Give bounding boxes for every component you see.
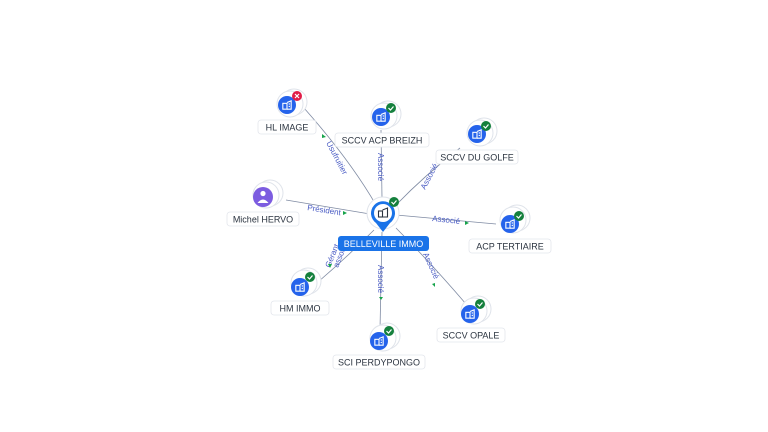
arrow-michel-hervo (343, 211, 347, 215)
edge-acp-tertiaire (395, 214, 497, 225)
edge-label-acp-tertiaire: Associé (432, 214, 461, 226)
check-badge-icon (514, 211, 524, 221)
edge-label-michel-hervo: Président (307, 203, 343, 217)
node-sci-perdypongo[interactable]: SCI PERDYPONGO (332, 322, 426, 370)
edge-sccv-opale (395, 227, 467, 305)
check-badge-icon (389, 197, 399, 207)
node-label: SCCV ACP BREIZH (342, 136, 423, 146)
building-icon (377, 207, 389, 218)
node-sccv-opale[interactable]: SCCV OPALE (436, 295, 506, 343)
check-badge-icon (305, 272, 315, 282)
edge-hl-image (303, 107, 377, 206)
arrow-hl-image (322, 134, 326, 138)
arrow-sci-perdypongo (379, 297, 383, 300)
edge-label-sccv-acp-breizh: Associé (376, 153, 385, 182)
check-badge-icon (481, 121, 491, 131)
arrow-acp-tertiaire (465, 221, 469, 225)
check-badge-icon (386, 103, 396, 113)
node-label: SCCV DU GOLFE (440, 153, 514, 163)
check-badge-icon (384, 326, 394, 336)
center-node-belleville-immo[interactable]: BELLEVILLE IMMO (338, 196, 429, 251)
node-hm-immo[interactable]: HM IMMO (270, 267, 330, 316)
edge-label-sci-perdypongo: Associé (376, 265, 385, 294)
check-badge-icon (475, 299, 485, 309)
arrow-hm-immo (328, 264, 332, 268)
arrow-sccv-opale (432, 283, 435, 287)
edge-michel-hervo (285, 199, 371, 215)
node-label: HL IMAGE (266, 123, 309, 133)
edge-hm-immo (317, 229, 375, 283)
node-label: HM IMMO (280, 304, 321, 314)
node-sccv-acp-breizh[interactable]: SCCV ACP BREIZH (334, 100, 430, 148)
center-label: BELLEVILLE IMMO (344, 239, 424, 249)
node-hl-image[interactable]: HL IMAGE (257, 88, 317, 135)
node-label: Michel HERVO (233, 215, 293, 225)
node-label: SCCV OPALE (443, 331, 500, 341)
person-icon (253, 187, 273, 207)
edge-label-sccv-opale: Associé (421, 251, 441, 281)
node-label: ACP TERTIAIRE (476, 242, 544, 252)
edge-label-sccv-du-golfe: Associé (419, 161, 440, 190)
node-acp-tertiaire[interactable]: ACP TERTIAIRE (468, 204, 552, 254)
node-label: SCI PERDYPONGO (338, 358, 420, 368)
edge-arrows (322, 134, 469, 300)
node-sccv-du-golfe[interactable]: SCCV DU GOLFE (435, 117, 519, 165)
node-michel-hervo[interactable]: Michel HERVO (226, 179, 300, 227)
